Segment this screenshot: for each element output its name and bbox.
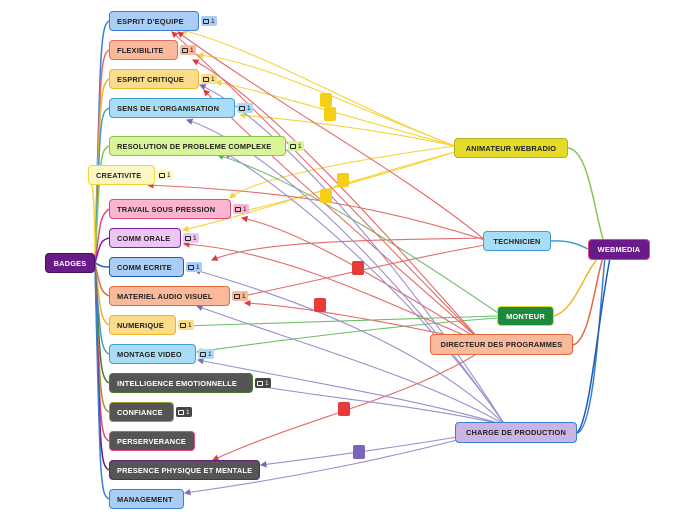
badge-intelligence-emotionnelle[interactable]: INTELLIGENCE EMOTIONNELLE [109,373,253,393]
comment-icon [203,18,209,24]
comment-icon [180,322,186,328]
badge-montage-video[interactable]: MONTAGE VIDEO [109,344,196,364]
badge-comm-ecrite[interactable]: COMM ECRITE [109,257,184,277]
badge-sens-organisation[interactable]: SENS DE L'ORGANISATION [109,98,235,118]
comment-indicator[interactable]: 1 [183,233,199,243]
charge-de-production-node[interactable]: CHARGE DE PRODUCTION [455,422,577,443]
comment-indicator[interactable]: 1 [232,291,248,301]
comment-icon [178,409,184,415]
connector-handle[interactable] [352,261,364,275]
technicien-node[interactable]: TECHNICIEN [483,231,551,251]
comment-indicator[interactable]: 1 [180,45,196,55]
comment-indicator[interactable]: 1 [178,320,194,330]
animateur-webradio-node[interactable]: ANIMATEUR WEBRADIO [454,138,568,158]
badge-resolution-probleme[interactable]: RESOLUTION DE PROBLEME COMPLEXE [109,136,286,156]
comment-indicator[interactable]: 1 [201,16,217,26]
badge-creativite[interactable]: CREATIVITE [88,165,155,185]
comment-indicator[interactable]: 1 [198,349,214,359]
badge-confiance[interactable]: CONFIANCE [109,402,174,422]
comment-icon [234,293,240,299]
connector-handle[interactable] [320,93,332,107]
comment-icon [239,105,245,111]
monteur-node[interactable]: MONTEUR [497,306,554,326]
badge-esprit-equipe[interactable]: ESPRIT D'EQUIPE [109,11,199,31]
badges-branches [87,20,110,500]
badge-numerique[interactable]: NUMERIQUE [109,315,176,335]
comment-icon [185,235,191,241]
badges-node[interactable]: BADGES [45,253,95,273]
badge-comm-orale[interactable]: COMM ORALE [109,228,181,248]
badge-management[interactable]: MANAGEMENT [109,489,184,509]
directeur-des-programmes-node[interactable]: DIRECTEUR DES PROGRAMMES [430,334,573,355]
comment-icon [182,47,188,53]
connector-handle[interactable] [320,189,332,203]
comment-icon [203,76,209,82]
comment-indicator[interactable]: 1 [157,170,173,180]
webmedia-branches [550,147,611,434]
comment-indicator[interactable]: 1 [288,141,304,151]
webmedia-node[interactable]: WEBMEDIA [588,239,650,260]
badge-presence-physique-mentale[interactable]: PRESENCE PHYSIQUE ET MENTALE [109,460,260,480]
connector-handle[interactable] [338,402,350,416]
comment-indicator[interactable]: 1 [255,378,271,388]
comment-indicator[interactable]: 1 [186,262,202,272]
comment-indicator[interactable]: 1 [201,74,217,84]
badge-materiel-audio-visuel[interactable]: MATERIEL AUDIO VISUEL [109,286,230,306]
comment-icon [290,143,296,149]
badge-perserverance[interactable]: PERSERVERANCE [109,431,195,451]
comment-icon [188,264,194,270]
connector-handle[interactable] [353,445,365,459]
comment-indicator[interactable]: 1 [233,204,249,214]
comment-icon [257,380,263,386]
badge-flexibilite[interactable]: FLEXIBILITE [109,40,178,60]
comment-icon [200,351,206,357]
comment-indicator[interactable]: 1 [237,103,253,113]
connector-handle[interactable] [324,107,336,121]
connector-handle[interactable] [337,173,349,187]
connector-handle[interactable] [314,298,326,312]
badge-travail-sous-pression[interactable]: TRAVAIL SOUS PRESSION [109,199,231,219]
comment-icon [159,172,165,178]
badge-esprit-critique[interactable]: ESPRIT CRITIQUE [109,69,199,89]
comment-icon [235,206,241,212]
comment-indicator[interactable]: 1 [176,407,192,417]
